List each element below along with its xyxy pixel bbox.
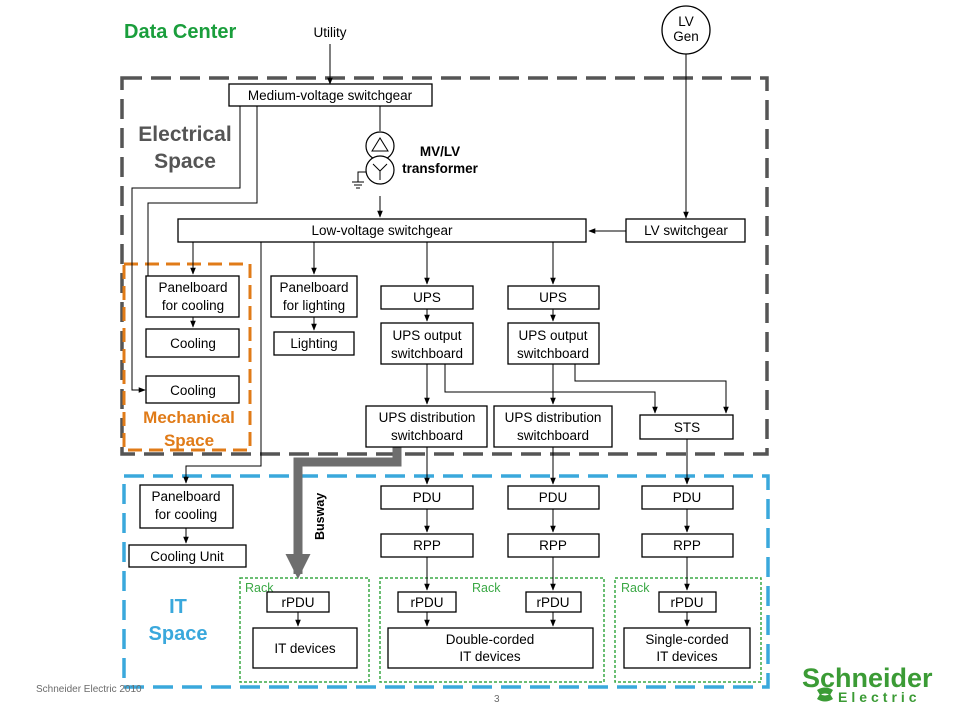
svg-text:Cooling Unit: Cooling Unit <box>150 549 224 564</box>
svg-text:for cooling: for cooling <box>162 298 224 313</box>
rack-2-label: Rack <box>472 581 501 595</box>
rpdu-box-1: rPDU <box>266 591 330 613</box>
svg-text:LV switchgear: LV switchgear <box>644 223 728 238</box>
rack-3-boundary <box>614 577 762 683</box>
panelboard-lighting-box: Panelboard for lighting <box>270 275 358 318</box>
mechanical-space-boundary <box>122 262 252 452</box>
svg-text:RPP: RPP <box>539 538 567 553</box>
mv-switchgear-box: Medium-voltage switchgear <box>228 83 433 107</box>
rpp-box-3: RPP <box>641 533 734 558</box>
mechanical-space-label-line2: Space <box>164 431 214 450</box>
svg-text:Lighting: Lighting <box>290 336 337 351</box>
electrical-space-label-line2: Space <box>154 150 216 173</box>
cooling-box-1: Cooling <box>145 328 240 358</box>
svg-text:UPS distribution: UPS distribution <box>379 410 476 425</box>
svg-text:Cooling: Cooling <box>170 383 216 398</box>
footer-company: Schneider Electric 2010 <box>36 684 142 695</box>
rpdu-box-2: rPDU <box>397 591 457 613</box>
rack-2-boundary <box>379 577 605 683</box>
panelboard-cooling-it-box: Panelboard for cooling <box>139 484 234 529</box>
rack-1-boundary <box>239 577 370 683</box>
svg-text:IT devices: IT devices <box>459 649 521 664</box>
svg-text:switchboard: switchboard <box>517 428 589 443</box>
svg-text:RPP: RPP <box>673 538 701 553</box>
transformer-icon <box>352 131 395 189</box>
svg-text:Panelboard: Panelboard <box>158 280 227 295</box>
svg-text:Electric: Electric <box>838 689 921 705</box>
pdu-box-1: PDU <box>380 485 474 510</box>
svg-text:switchboard: switchboard <box>391 346 463 361</box>
svg-text:UPS output: UPS output <box>518 328 587 343</box>
svg-text:rPDU: rPDU <box>411 595 444 610</box>
svg-text:for cooling: for cooling <box>155 507 217 522</box>
utility-label: Utility <box>314 25 347 40</box>
svg-text:for lighting: for lighting <box>283 298 345 313</box>
svg-text:Panelboard: Panelboard <box>279 280 348 295</box>
pdu-box-3: PDU <box>641 485 734 510</box>
svg-text:Panelboard: Panelboard <box>151 489 220 504</box>
svg-text:STS: STS <box>674 420 700 435</box>
diagram-title: Data Center <box>124 21 236 43</box>
footer-page-number: 3 <box>494 694 500 705</box>
svg-text:switchboard: switchboard <box>391 428 463 443</box>
sts-box: STS <box>639 414 734 440</box>
svg-text:PDU: PDU <box>539 490 568 505</box>
rpp-box-1: RPP <box>380 533 474 558</box>
rpp-box-2: RPP <box>507 533 600 558</box>
mechanical-space-label-line1: Mechanical <box>143 408 235 427</box>
schneider-electric-logo: Schneider Electric <box>802 663 933 705</box>
svg-text:PDU: PDU <box>673 490 702 505</box>
cooling-box-2: Cooling <box>145 375 240 404</box>
svg-text:rPDU: rPDU <box>282 595 315 610</box>
ups-distribution-switchboard-box-2: UPS distribution switchboard <box>493 405 613 448</box>
svg-text:Single-corded: Single-corded <box>645 632 728 647</box>
svg-text:Cooling: Cooling <box>170 336 216 351</box>
electrical-space-label-line1: Electrical <box>138 123 231 146</box>
svg-text:UPS output: UPS output <box>392 328 461 343</box>
connectors <box>131 44 729 627</box>
double-corded-it-devices-box: Double-corded IT devices <box>387 627 594 669</box>
svg-text:RPP: RPP <box>413 538 441 553</box>
it-space-label-line2: Space <box>149 623 208 645</box>
svg-text:rPDU: rPDU <box>537 595 570 610</box>
rack-3-label: Rack <box>621 581 650 595</box>
lighting-box: Lighting <box>273 331 355 356</box>
rpdu-box-3: rPDU <box>525 591 582 613</box>
cooling-unit-box: Cooling Unit <box>128 544 247 568</box>
svg-text:IT devices: IT devices <box>274 641 336 656</box>
svg-text:Medium-voltage switchgear: Medium-voltage switchgear <box>248 88 413 103</box>
ups-box-1: UPS <box>380 285 474 310</box>
lv-gen-switchgear-box: LV switchgear <box>625 218 746 243</box>
panelboard-cooling-box: Panelboard for cooling <box>145 275 240 318</box>
pdu-box-2: PDU <box>507 485 600 510</box>
svg-text:UPS: UPS <box>413 290 441 305</box>
svg-text:UPS: UPS <box>539 290 567 305</box>
ups-output-switchboard-box-2: UPS output switchboard <box>507 322 600 365</box>
it-space-boundary <box>122 474 770 689</box>
transformer-label-line1: MV/LV <box>420 144 460 159</box>
svg-text:rPDU: rPDU <box>671 595 704 610</box>
svg-text:PDU: PDU <box>413 490 442 505</box>
transformer-label-line2: transformer <box>402 161 479 176</box>
lv-gen-label-line1: LV <box>678 14 694 29</box>
ups-output-switchboard-box-1: UPS output switchboard <box>380 322 474 365</box>
it-devices-box: IT devices <box>252 627 358 669</box>
single-corded-it-devices-box: Single-corded IT devices <box>623 627 751 669</box>
svg-text:Low-voltage switchgear: Low-voltage switchgear <box>311 223 453 238</box>
busway-label: Busway <box>313 493 327 540</box>
it-space-label-line1: IT <box>169 596 187 618</box>
rpdu-box-4: rPDU <box>658 591 717 613</box>
ups-distribution-switchboard-box-1: UPS distribution switchboard <box>365 405 488 448</box>
svg-text:Double-corded: Double-corded <box>446 632 535 647</box>
svg-text:IT devices: IT devices <box>656 649 718 664</box>
busway-arrow <box>285 447 402 580</box>
lv-main-switchgear-box: Low-voltage switchgear <box>177 218 587 243</box>
electrical-space-boundary <box>120 76 769 456</box>
svg-text:UPS distribution: UPS distribution <box>505 410 602 425</box>
ups-box-2: UPS <box>507 285 600 310</box>
lv-gen-label-line2: Gen <box>673 29 699 44</box>
svg-text:switchboard: switchboard <box>517 346 589 361</box>
